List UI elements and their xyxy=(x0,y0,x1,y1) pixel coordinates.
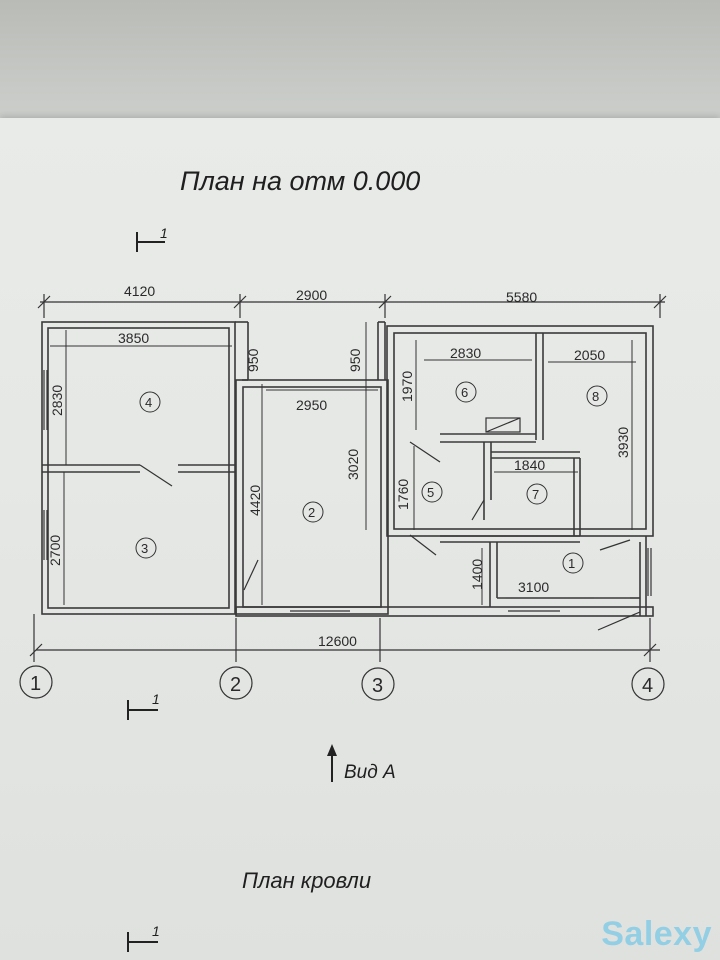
room-5: 5 xyxy=(427,485,434,500)
dim-4420: 4420 xyxy=(247,485,263,516)
dim-1760: 1760 xyxy=(395,479,411,510)
room-2: 2 xyxy=(308,505,315,520)
section-mark-middle-label: 1 xyxy=(152,691,160,707)
section-mark-bottom-label: 1 xyxy=(152,923,160,939)
room-8: 8 xyxy=(592,389,599,404)
dim-top-5580: 5580 xyxy=(506,289,537,305)
room-6: 6 xyxy=(461,385,468,400)
axis-2: 2 xyxy=(230,674,241,696)
dim-2050: 2050 xyxy=(574,347,605,363)
view-label: Вид А xyxy=(344,762,396,783)
windows xyxy=(43,370,652,612)
view-arrow xyxy=(327,744,337,782)
roof-plan-title: План кровли xyxy=(242,868,371,893)
dim-1840: 1840 xyxy=(514,457,545,473)
dim-top-4120: 4120 xyxy=(124,283,155,299)
dim-3100: 3100 xyxy=(518,579,549,595)
room-markers xyxy=(135,381,608,574)
section-mark-bottom xyxy=(127,932,158,952)
room-4: 4 xyxy=(145,395,152,410)
dim-2950: 2950 xyxy=(296,397,327,413)
dim-3020: 3020 xyxy=(345,449,361,480)
room-1: 1 xyxy=(568,556,575,571)
bottom-dimension-line xyxy=(29,614,660,662)
dim-950-left: 950 xyxy=(245,348,261,372)
section-mark-top-label: 1 xyxy=(160,225,168,241)
dim-950-right: 950 xyxy=(347,348,363,372)
top-dimension-line xyxy=(37,294,667,318)
dim-1400: 1400 xyxy=(469,559,485,590)
dim-2830-left: 2830 xyxy=(49,385,65,416)
axis-1: 1 xyxy=(30,673,41,695)
dim-12600: 12600 xyxy=(318,633,357,649)
dim-2700: 2700 xyxy=(47,535,63,566)
dim-3930: 3930 xyxy=(615,427,631,458)
section-mark-middle xyxy=(127,700,158,720)
axis-3: 3 xyxy=(372,675,383,697)
axis-4: 4 xyxy=(642,675,653,697)
dim-top-2900: 2900 xyxy=(296,287,327,303)
watermark-logo: Salexy xyxy=(601,915,712,953)
dim-1970: 1970 xyxy=(399,371,415,402)
inner-dimension-lines xyxy=(50,322,636,605)
room-3: 3 xyxy=(141,541,148,556)
plan-title: План на отм 0.000 xyxy=(180,166,420,196)
room-7: 7 xyxy=(532,487,539,502)
axis-bubbles xyxy=(19,665,665,701)
doors xyxy=(139,417,641,631)
drawing-sheet xyxy=(0,118,720,960)
dim-2830-top: 2830 xyxy=(450,345,481,361)
dim-3850: 3850 xyxy=(118,330,149,346)
section-mark-top xyxy=(136,232,165,252)
